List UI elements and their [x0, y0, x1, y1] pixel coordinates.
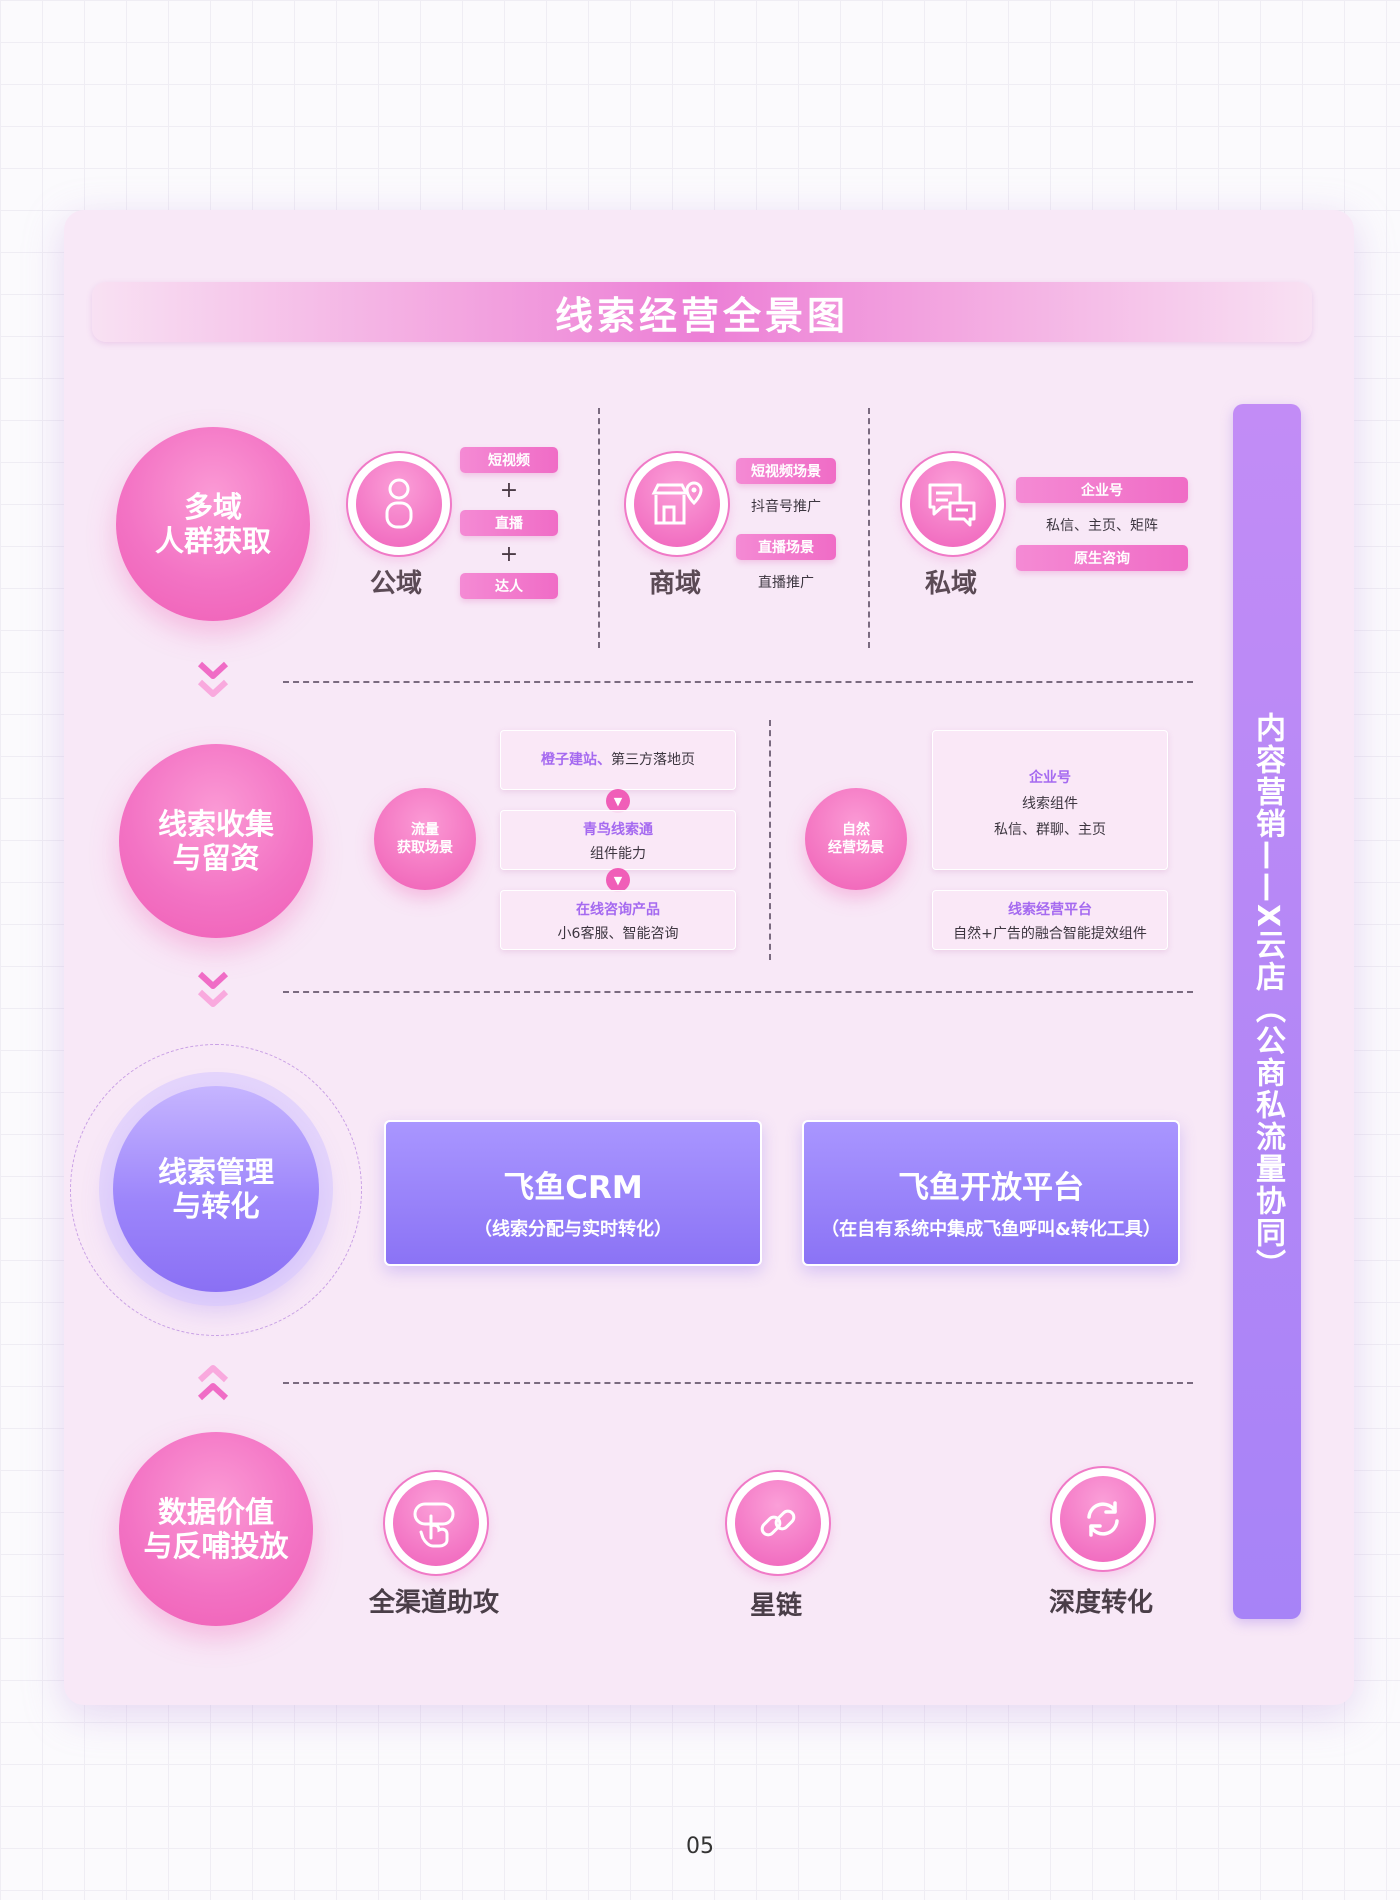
traffic-scene-circle: 流量 获取场景: [374, 788, 476, 890]
stage-circle-management: 线索管理 与转化: [113, 1086, 319, 1292]
commerce-domain-label: 商域: [648, 569, 701, 599]
crm-subtitle: （线索分配与实时转化）: [474, 1219, 672, 1240]
enterprise-account-box: 企业号 线索组件 私信、群聊、主页: [932, 730, 1168, 870]
box-text: 组件能力: [590, 846, 646, 862]
box-text: 私信、群聊、主页: [994, 822, 1106, 838]
tool-icon-ring: [725, 1470, 831, 1576]
stage-circle-collection: 线索收集 与留资: [119, 744, 313, 938]
plus-sign: +: [499, 478, 519, 503]
section-divider: [283, 1382, 1193, 1384]
stage-circle-data: 数据价值 与反哺投放: [119, 1432, 313, 1626]
decorative-halo: [70, 1044, 362, 1336]
arrow-down-icon: ▼: [606, 868, 630, 892]
person-icon: [385, 478, 413, 529]
plus-sign: +: [499, 542, 519, 567]
stage-label: 线索收集 与留资: [157, 807, 274, 875]
chevron-down-icon: [196, 660, 230, 702]
box-highlight: 青鸟线索通: [583, 822, 653, 838]
section-divider: [283, 681, 1193, 683]
natural-scene-label: 自然 经营场景: [828, 822, 884, 856]
divider: [769, 720, 771, 960]
lead-platform-box: 线索经营平台 自然+广告的融合智能提效组件: [932, 890, 1168, 950]
chevron-down-icon: [196, 970, 230, 1012]
traffic-scene-label: 流量 获取场景: [397, 822, 453, 856]
stage-label: 多域 人群获取: [154, 490, 271, 558]
natural-scene-circle: 自然 经营场景: [805, 788, 907, 890]
box-text: 自然+广告的融合智能提效组件: [953, 926, 1147, 942]
public-domain-label: 公域: [369, 569, 422, 599]
private-domain-label: 私域: [924, 569, 977, 599]
landing-page-box: 橙子建站、第三方落地页: [500, 730, 736, 790]
box-highlight: 橙子建站、: [541, 752, 611, 768]
pill-live-scene: 直播场景: [736, 534, 836, 560]
page-number: 05: [686, 1834, 714, 1859]
feiyu-crm-card[interactable]: 飞鱼CRM （线索分配与实时转化）: [384, 1120, 762, 1266]
tool-label: 深度转化: [1048, 1588, 1153, 1618]
link-icon: [760, 1509, 796, 1537]
open-platform-title: 飞鱼开放平台: [898, 1170, 1084, 1206]
stage-circle-acquisition: 多域 人群获取: [116, 427, 310, 621]
stage-label: 线索管理 与转化: [157, 1155, 274, 1223]
title-bar: 线索经营全景图: [92, 282, 1312, 342]
tool-label: 星链: [749, 1591, 802, 1621]
pill-native-consult: 原生咨询: [1016, 545, 1188, 571]
douyin-promotion-text: 抖音号推广: [751, 499, 821, 515]
refresh-icon: [1087, 1501, 1119, 1537]
sidebar-text: 内容营销——X云店（公商私流量协同）: [1250, 712, 1285, 1282]
arrow-down-icon: ▼: [606, 789, 630, 813]
pill-short-video-scene: 短视频场景: [736, 458, 836, 484]
qingniao-box: 青鸟线索通 组件能力: [500, 810, 736, 870]
box-text: 小6客服、智能咨询: [557, 926, 679, 942]
pill-enterprise-account: 企业号: [1016, 477, 1188, 503]
tool-label: 全渠道助攻: [368, 1588, 499, 1618]
live-promotion-text: 直播推广: [758, 575, 814, 591]
commerce-domain-icon-ring: [624, 451, 730, 557]
divider: [598, 408, 600, 648]
box-highlight: 线索经营平台: [1008, 902, 1092, 918]
crm-title: 飞鱼CRM: [503, 1170, 643, 1206]
box-text: 线索组件: [1022, 796, 1078, 812]
tool-icon-ring: [383, 1470, 489, 1576]
pill-live: 直播: [460, 510, 558, 536]
box-text: 第三方落地页: [611, 752, 695, 768]
private-domain-icon-ring: [900, 451, 1006, 557]
open-platform-subtitle: （在自有系统中集成飞鱼呼叫&转化工具）: [821, 1219, 1161, 1240]
stage-label: 数据价值 与反哺投放: [143, 1495, 289, 1563]
feiyu-open-platform-card[interactable]: 飞鱼开放平台 （在自有系统中集成飞鱼呼叫&转化工具）: [802, 1120, 1180, 1266]
online-consult-box: 在线咨询产品 小6客服、智能咨询: [500, 890, 736, 950]
chat-icon: [928, 483, 976, 527]
pill-influencer: 达人: [460, 573, 558, 599]
private-channels-text: 私信、主页、矩阵: [1046, 518, 1158, 534]
section-divider: [283, 991, 1193, 993]
hand-tap-icon: [413, 1502, 455, 1548]
divider: [868, 408, 870, 648]
store-icon: [651, 481, 703, 525]
chevron-up-icon: [196, 1362, 230, 1404]
box-highlight: 企业号: [1029, 770, 1071, 786]
pill-short-video: 短视频: [460, 447, 558, 473]
page-title: 线索经营全景图: [554, 293, 849, 338]
box-highlight: 在线咨询产品: [576, 902, 660, 918]
tool-icon-ring: [1050, 1466, 1156, 1572]
sidebar-bar: 内容营销——X云店（公商私流量协同）: [1233, 404, 1301, 1619]
public-domain-icon-ring: [346, 451, 452, 557]
